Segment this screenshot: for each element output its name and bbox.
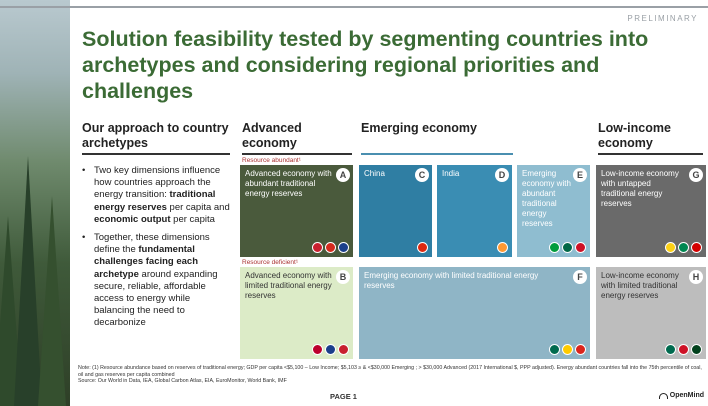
archetype-box-h: Low-income economy with limited traditio…	[596, 267, 706, 359]
flag-icon	[665, 242, 676, 253]
flag-icon	[575, 242, 586, 253]
flag-icon	[497, 242, 508, 253]
archetype-text: Advanced economy with limited traditiona…	[245, 271, 332, 300]
flag-icon	[549, 242, 560, 253]
archetype-badge: F	[573, 270, 587, 284]
preliminary-label: PRELIMINARY	[627, 14, 698, 23]
country-flags	[312, 344, 349, 355]
flag-icon	[562, 242, 573, 253]
archetype-badge: E	[573, 168, 587, 182]
archetype-badge: G	[689, 168, 703, 182]
archetype-box-f: Emerging economy with limited traditiona…	[359, 267, 590, 359]
flag-icon	[312, 344, 323, 355]
flag-icon	[678, 242, 689, 253]
archetype-badge: C	[415, 168, 429, 182]
emerging-heading: Emerging economy	[361, 121, 477, 135]
archetype-box-g: Low-income economy with untapped traditi…	[596, 165, 706, 257]
page-title: Solution feasibility tested by segmentin…	[82, 27, 649, 103]
flag-icon	[325, 344, 336, 355]
flag-icon	[665, 344, 676, 355]
flag-icon	[338, 344, 349, 355]
emerging-rule	[361, 153, 513, 155]
archetype-text: Low-income economy with untapped traditi…	[601, 169, 679, 208]
openmind-logo: OpenMind	[658, 392, 704, 399]
archetype-text: Low-income economy with limited traditio…	[601, 271, 679, 300]
page-number: PAGE 1	[330, 392, 357, 401]
flag-icon	[549, 344, 560, 355]
footnote: Note: (1) Resource abundance based on re…	[78, 365, 702, 385]
forest-photo	[0, 0, 70, 406]
country-flags	[665, 242, 702, 253]
low-income-heading: Low-income economy	[598, 121, 671, 150]
country-flags	[549, 242, 586, 253]
approach-heading: Our approach to country archetypes	[82, 121, 229, 150]
resource-deficient-label: Resource deficient¹	[242, 259, 298, 266]
country-flags	[417, 242, 428, 253]
archetype-badge: B	[336, 270, 350, 284]
flag-icon	[691, 242, 702, 253]
resource-abundant-label: Resource abundant¹	[242, 157, 301, 164]
archetype-box-d: India D	[437, 165, 512, 257]
approach-rule	[82, 153, 230, 155]
archetype-box-a: Advanced economy with abundant tradition…	[240, 165, 353, 257]
approach-point-2: Together, these dimensions define the fu…	[82, 232, 232, 330]
flag-icon	[575, 344, 586, 355]
flag-icon	[678, 344, 689, 355]
country-flags	[312, 242, 349, 253]
flag-icon	[691, 344, 702, 355]
flag-icon	[417, 242, 428, 253]
flag-icon	[312, 242, 323, 253]
archetype-text: India	[442, 169, 460, 178]
archetype-text: Emerging economy with abundant tradition…	[522, 169, 571, 228]
flag-icon	[338, 242, 349, 253]
archetype-box-c: China C	[359, 165, 432, 257]
archetype-badge: A	[336, 168, 350, 182]
top-rule	[0, 6, 708, 8]
archetype-text: China	[364, 169, 385, 178]
country-flags	[665, 344, 702, 355]
flag-icon	[562, 344, 573, 355]
archetype-badge: D	[495, 168, 509, 182]
archetype-text: Advanced economy with abundant tradition…	[245, 169, 332, 198]
country-flags	[497, 242, 508, 253]
approach-point-1: Two key dimensions influence how countri…	[82, 165, 232, 226]
flag-icon	[325, 242, 336, 253]
archetype-box-b: Advanced economy with limited traditiona…	[240, 267, 353, 359]
logo-icon	[658, 392, 668, 399]
archetype-box-e: Emerging economy with abundant tradition…	[517, 165, 590, 257]
advanced-rule	[242, 153, 352, 155]
low-income-rule	[598, 153, 703, 155]
advanced-heading: Advanced economy	[242, 121, 302, 150]
archetype-badge: H	[689, 270, 703, 284]
archetype-text: Emerging economy with limited traditiona…	[364, 271, 539, 290]
country-flags	[549, 344, 586, 355]
approach-list: Two key dimensions influence how countri…	[82, 165, 232, 336]
